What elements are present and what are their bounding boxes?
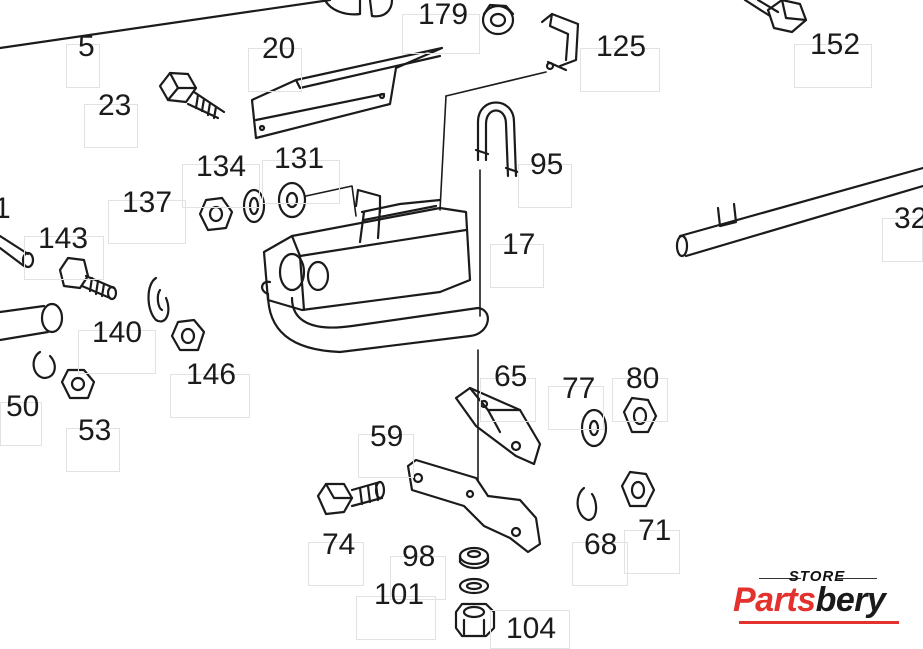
- callout-hotspot-80[interactable]: [612, 378, 668, 422]
- callout-hotspot-71[interactable]: [624, 530, 680, 574]
- callout-125[interactable]: 125: [596, 30, 647, 63]
- part-140-spring-washer: [147, 276, 170, 323]
- part-179-nut: [481, 3, 515, 36]
- part-17-muffler: [262, 71, 547, 312]
- callout-134[interactable]: 134: [196, 150, 247, 183]
- callout-hotspot-125[interactable]: [580, 48, 660, 92]
- callout-32[interactable]: 32: [894, 202, 923, 235]
- callout-59[interactable]: 59: [370, 420, 404, 453]
- part-53-nut: [60, 368, 96, 400]
- callout-74[interactable]: 74: [322, 528, 356, 561]
- part-68-washer: [576, 486, 598, 522]
- part-98-washer: [458, 546, 490, 570]
- part-134-washer: [242, 188, 266, 224]
- part-146-nut: [170, 318, 206, 352]
- callout-hotspot-95[interactable]: [518, 164, 572, 208]
- part-74-bolt: [316, 480, 386, 516]
- callout-77[interactable]: 77: [562, 372, 596, 405]
- part-50-washer: [32, 350, 56, 380]
- callout-hotspot-143[interactable]: [24, 236, 104, 280]
- callout-hotspot-74[interactable]: [308, 542, 364, 586]
- left-spacer-pin: [0, 302, 64, 342]
- part-32-pipe: [675, 166, 923, 258]
- callout-1[interactable]: 1: [0, 192, 11, 225]
- callout-hotspot-77[interactable]: [548, 386, 604, 430]
- callout-140[interactable]: 140: [92, 316, 143, 349]
- leader-17: [477, 169, 481, 481]
- callout-65[interactable]: 65: [494, 360, 528, 393]
- callout-53[interactable]: 53: [78, 414, 112, 447]
- logo-store-text: STORE: [788, 568, 846, 585]
- callout-71[interactable]: 71: [638, 514, 672, 547]
- callout-hotspot-5[interactable]: [66, 44, 100, 88]
- part-77-washer: [580, 408, 608, 448]
- part-71-nut: [620, 470, 656, 508]
- part-152-bolt: [743, 0, 808, 34]
- callout-hotspot-134[interactable]: [182, 164, 260, 208]
- part-131-washer: [277, 181, 307, 219]
- part-101-washer: [458, 577, 490, 595]
- callout-179[interactable]: 179: [418, 0, 469, 31]
- callout-hotspot-17[interactable]: [490, 244, 544, 288]
- callout-hotspot-131[interactable]: [262, 160, 340, 204]
- logo-brand-part-b: bery: [815, 581, 886, 619]
- callout-50[interactable]: 50: [6, 390, 40, 423]
- callout-104[interactable]: 104: [506, 612, 557, 645]
- callout-hotspot-59[interactable]: [358, 434, 414, 478]
- part-80-nut: [622, 396, 658, 434]
- logo-rule-left: [759, 578, 801, 579]
- part-23-bolt: [158, 71, 226, 120]
- part-17-tailpipe: [261, 280, 489, 354]
- callout-hotspot-65[interactable]: [480, 378, 536, 422]
- callout-80[interactable]: 80: [626, 362, 660, 395]
- partsbery-logo: STORE Partsbery: [719, 558, 915, 644]
- callout-hotspot-140[interactable]: [78, 330, 156, 374]
- callout-23[interactable]: 23: [98, 89, 132, 122]
- logo-swoosh: [739, 621, 899, 624]
- part-65-bracket: [454, 386, 542, 466]
- logo-brand-part-a: Parts: [733, 581, 816, 619]
- part-125-bracket: [540, 12, 580, 72]
- callout-hotspot-68[interactable]: [572, 542, 628, 586]
- part-59-bracket-plate: [406, 458, 542, 554]
- part-1-rod: [0, 234, 35, 269]
- part-95-u-bolt: [474, 101, 520, 178]
- callout-5[interactable]: 5: [78, 30, 95, 63]
- part-179-clamp: [323, 0, 394, 18]
- part-20-heat-shield: [250, 46, 444, 140]
- callout-20[interactable]: 20: [262, 32, 296, 65]
- callout-hotspot-50[interactable]: [0, 402, 42, 446]
- part-104-nut: [454, 602, 496, 638]
- leader-131: [305, 185, 357, 217]
- callout-98[interactable]: 98: [402, 540, 436, 573]
- callout-95[interactable]: 95: [530, 148, 564, 181]
- callout-hotspot-146[interactable]: [170, 374, 250, 418]
- callout-131[interactable]: 131: [274, 142, 325, 175]
- callout-143[interactable]: 143: [38, 222, 89, 255]
- callout-hotspot-53[interactable]: [66, 428, 120, 472]
- logo-rule-right: [835, 578, 877, 579]
- callout-hotspot-20[interactable]: [248, 48, 302, 92]
- logo-brand: Partsbery: [733, 580, 886, 620]
- callout-hotspot-137[interactable]: [108, 200, 186, 244]
- part-143-bolt: [58, 256, 118, 301]
- rod-top-left: [0, 0, 332, 50]
- callout-137[interactable]: 137: [122, 186, 173, 219]
- callout-17[interactable]: 17: [502, 228, 536, 261]
- callout-101[interactable]: 101: [374, 578, 425, 611]
- callout-68[interactable]: 68: [584, 528, 618, 561]
- callout-hotspot-179[interactable]: [402, 14, 480, 54]
- callout-146[interactable]: 146: [186, 358, 237, 391]
- callout-hotspot-101[interactable]: [356, 596, 436, 640]
- callout-hotspot-98[interactable]: [390, 556, 446, 600]
- callout-152[interactable]: 152: [810, 28, 861, 61]
- callout-hotspot-23[interactable]: [84, 104, 138, 148]
- callout-hotspot-152[interactable]: [794, 44, 872, 88]
